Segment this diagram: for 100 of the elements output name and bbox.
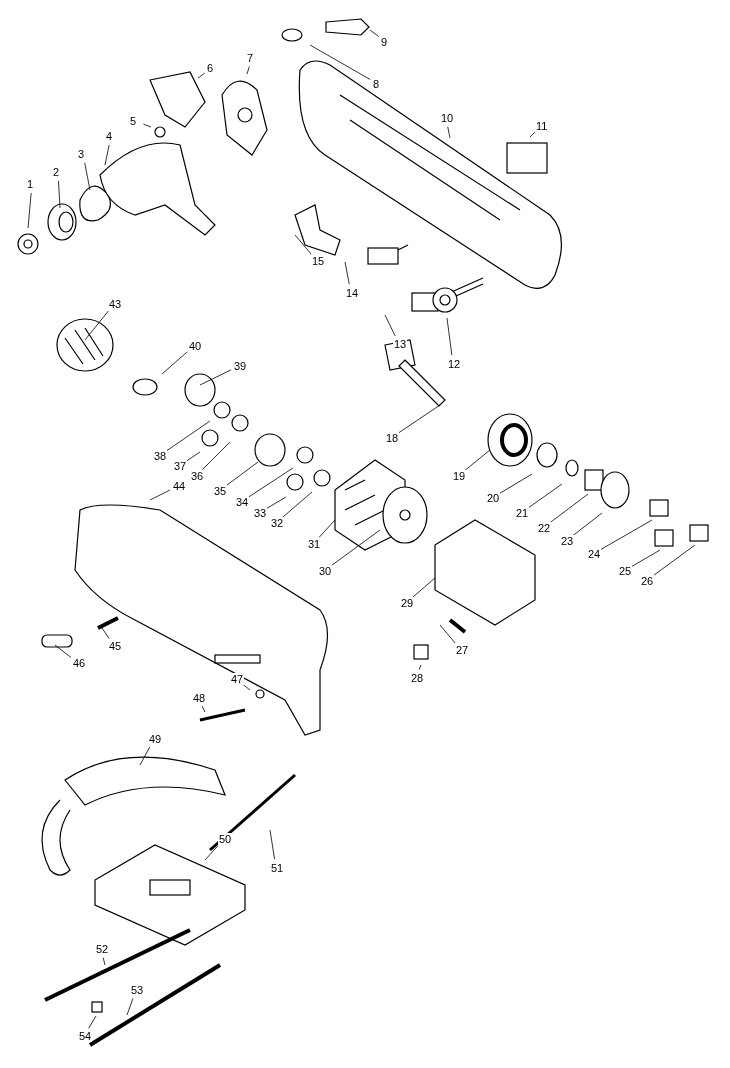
- callout-number: 29: [400, 597, 415, 609]
- callout-number: 37: [173, 460, 188, 472]
- leader-line: [88, 1015, 97, 1029]
- callout-number: 53: [130, 984, 145, 996]
- callout-number: 32: [270, 517, 285, 529]
- callout-number: 19: [452, 470, 467, 482]
- callout-number: 24: [587, 548, 602, 560]
- leader-line: [549, 493, 589, 523]
- callout-number: 49: [148, 733, 163, 745]
- callout-number: 2: [52, 166, 61, 178]
- leader-line: [384, 314, 396, 337]
- leader-line: [186, 451, 201, 462]
- callout-number: 12: [447, 358, 462, 370]
- leader-line: [248, 467, 294, 498]
- leader-line: [58, 180, 61, 209]
- callout-number: 30: [318, 565, 333, 577]
- leader-line: [446, 317, 453, 356]
- callout-number: 9: [380, 36, 389, 48]
- leader-line: [369, 29, 380, 37]
- callout-number: 38: [153, 450, 168, 462]
- callout-number: 20: [486, 492, 501, 504]
- callout-number: 10: [440, 112, 455, 124]
- callout-number: 26: [640, 575, 655, 587]
- leader-line: [104, 144, 110, 166]
- leader-line: [269, 829, 275, 860]
- callout-number: 1: [26, 178, 35, 190]
- callout-number: 5: [129, 115, 138, 127]
- leader-line: [84, 310, 109, 341]
- leader-line: [282, 491, 313, 518]
- callout-number: 13: [393, 338, 408, 350]
- leader-line: [102, 957, 106, 966]
- callout-number: 4: [105, 130, 114, 142]
- leader-line: [499, 473, 533, 494]
- leader-line: [139, 746, 151, 766]
- leader-line: [266, 496, 287, 509]
- callout-number: 8: [372, 78, 381, 90]
- callout-number: 46: [72, 657, 87, 669]
- callout-number: 22: [537, 522, 552, 534]
- callout-number: 18: [385, 432, 400, 444]
- leader-line: [166, 420, 211, 452]
- leader-line: [527, 483, 563, 509]
- leader-line: [464, 449, 491, 471]
- callout-number: 35: [213, 485, 228, 497]
- callout-number: 6: [206, 62, 215, 74]
- callout-number: 36: [190, 470, 205, 482]
- leader-line: [242, 684, 251, 691]
- leader-line: [54, 644, 72, 658]
- callout-number: 50: [218, 833, 233, 845]
- leader-line: [201, 441, 231, 471]
- leader-line: [225, 461, 259, 487]
- leader-line: [204, 845, 219, 861]
- leader-line: [149, 489, 171, 501]
- callout-number: 47: [230, 673, 245, 685]
- leader-line: [246, 66, 250, 75]
- leader-line: [330, 529, 381, 567]
- callout-number: 7: [246, 52, 255, 64]
- callout-number: 40: [188, 340, 203, 352]
- callout-number: 25: [618, 565, 633, 577]
- leader-line: [84, 162, 91, 191]
- callout-number: 34: [235, 496, 250, 508]
- leader-line: [398, 404, 441, 434]
- leader-line: [199, 369, 232, 386]
- leader-line: [652, 544, 696, 577]
- callout-number: 14: [345, 287, 360, 299]
- callout-number: 43: [108, 298, 123, 310]
- callout-number: 51: [270, 862, 285, 874]
- callout-number: 44: [172, 480, 187, 492]
- leader-line: [318, 519, 336, 538]
- callout-number: 27: [455, 644, 470, 656]
- callout-number: 31: [307, 538, 322, 550]
- leader-line: [294, 234, 312, 255]
- leader-line: [27, 192, 32, 229]
- callout-number: 39: [233, 360, 248, 372]
- callout-number: 28: [410, 672, 425, 684]
- leader-line: [412, 577, 436, 598]
- callout-number: 54: [78, 1030, 93, 1042]
- leader-line: [418, 664, 422, 670]
- callout-number: 3: [77, 148, 86, 160]
- callout-number: 11: [535, 120, 549, 132]
- leader-line: [143, 123, 152, 128]
- callout-number: 15: [311, 255, 326, 267]
- leader-line: [631, 549, 661, 567]
- leader-line: [344, 261, 350, 285]
- leader-line: [201, 705, 206, 713]
- leader-line: [99, 624, 110, 639]
- leader-line: [309, 44, 371, 80]
- callout-number: 52: [95, 943, 110, 955]
- leader-line: [600, 519, 653, 550]
- callout-number: 21: [515, 507, 530, 519]
- leader-line: [126, 998, 134, 1016]
- leader-line: [529, 131, 536, 138]
- leader-line: [161, 351, 188, 375]
- callout-number: 23: [560, 535, 575, 547]
- callout-number: 33: [253, 507, 268, 519]
- leader-line: [439, 624, 456, 644]
- leader-line: [197, 72, 206, 79]
- leader-line: [447, 126, 451, 139]
- leader-line: [572, 512, 603, 536]
- callout-number: 45: [108, 640, 123, 652]
- callout-number: 48: [192, 692, 207, 704]
